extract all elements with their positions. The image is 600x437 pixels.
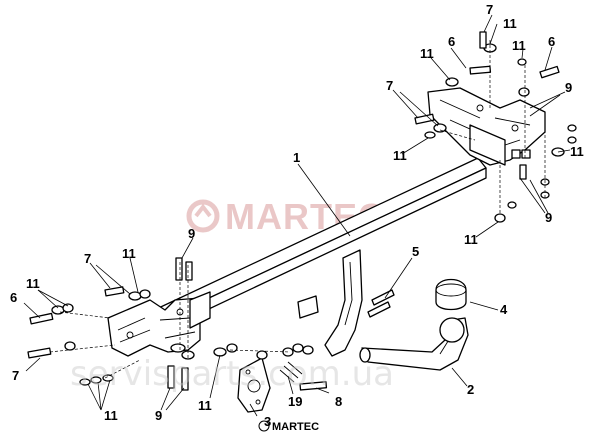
callout-11-mid: 11 bbox=[122, 246, 136, 261]
callout-6-right: 6 bbox=[548, 34, 555, 49]
callout-9-top-right: 9 bbox=[565, 80, 572, 95]
callout-7-mid: 7 bbox=[84, 251, 91, 266]
callout-6-top: 6 bbox=[448, 34, 455, 49]
callout-9-right: 9 bbox=[545, 210, 552, 225]
callout-11-far-right: 11 bbox=[570, 144, 584, 159]
callout-8: 8 bbox=[335, 394, 342, 409]
footer-brand: MARTEC bbox=[258, 420, 319, 433]
callout-11-top-mid: 11 bbox=[512, 38, 526, 53]
callout-11-right-mid: 11 bbox=[393, 148, 407, 163]
bolts-5 bbox=[367, 289, 395, 318]
callout-11-bottom-left: 11 bbox=[104, 408, 118, 423]
callout-11-top: 11 bbox=[503, 16, 517, 31]
callout-11-top-left: 11 bbox=[420, 46, 434, 61]
callout-7-left: 7 bbox=[12, 368, 19, 383]
footer-brand-text: MARTEC bbox=[272, 421, 319, 433]
callout-11-left: 11 bbox=[26, 276, 40, 291]
callout-9-bottom: 9 bbox=[155, 408, 162, 423]
leader-lines bbox=[23, 14, 571, 417]
center-hanger-bracket bbox=[297, 249, 363, 357]
callout-11-right-low: 11 bbox=[464, 232, 478, 247]
site-watermark: servisparts.com.ua bbox=[70, 354, 394, 394]
callout-7-right: 7 bbox=[386, 78, 393, 93]
callout-2: 2 bbox=[467, 382, 474, 397]
callout-1: 1 bbox=[293, 150, 300, 165]
callout-4: 4 bbox=[500, 302, 508, 317]
main-crossbar bbox=[149, 157, 487, 334]
callout-3: 3 bbox=[264, 414, 271, 429]
assembly-guides bbox=[49, 40, 546, 379]
left-bracket bbox=[107, 291, 211, 357]
callout-9-left: 9 bbox=[188, 226, 195, 241]
callout-5: 5 bbox=[412, 244, 419, 259]
callout-11-bottom-mid: 11 bbox=[198, 398, 212, 413]
callout-labels: 1 2 3 4 5 6 6 6 7 7 7 7 8 9 9 9 9 11 11 … bbox=[10, 2, 584, 429]
callout-7-top: 7 bbox=[486, 2, 493, 17]
callout-19: 19 bbox=[288, 394, 302, 409]
callout-6-left: 6 bbox=[10, 290, 17, 305]
tow-ball-neck bbox=[359, 317, 469, 371]
tow-ball bbox=[435, 278, 467, 343]
